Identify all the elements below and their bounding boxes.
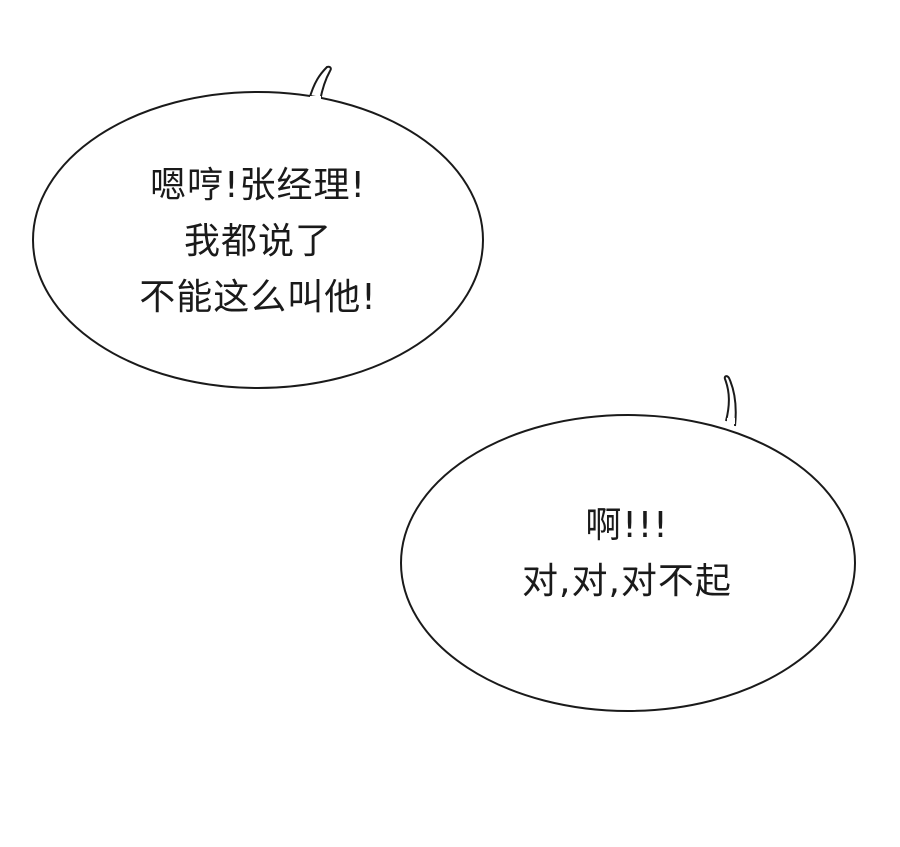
bubble-2-line-1: 啊!!!	[585, 505, 669, 546]
bubble-1-line-2: 我都说了	[183, 221, 332, 262]
bubble-2-line-2: 对,对,对不起	[522, 561, 732, 602]
bubble-1-line-3: 不能这么叫他!	[139, 277, 377, 318]
bubble-1-outline	[32, 91, 484, 389]
speech-bubble-1	[32, 65, 484, 389]
bubble-2-outline	[400, 414, 856, 712]
bubble-2-dialogue: 啊!!! 对,对,对不起	[432, 498, 822, 610]
bubble-1-line-1: 嗯哼!张经理!	[150, 165, 366, 206]
bubble-2-tail	[723, 375, 737, 427]
bubble-1-dialogue: 嗯哼!张经理! 我都说了 不能这么叫他!	[58, 158, 458, 326]
speech-bubble-2	[400, 375, 856, 712]
bubble-1-tail	[308, 65, 332, 102]
